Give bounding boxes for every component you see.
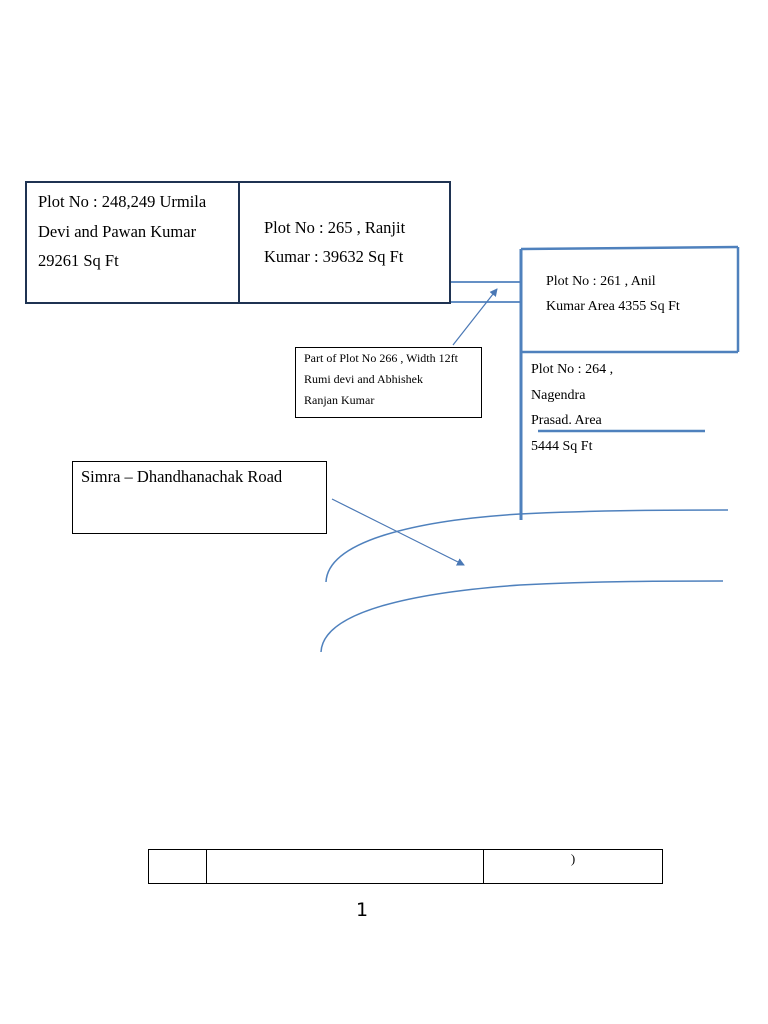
footer-cell-3: ) [570,851,576,866]
footer-table: ) [148,849,663,884]
road-label-box [72,461,327,534]
plot-264-label: Plot No : 264 , Nagendra Prasad. Area 54… [531,362,614,454]
road-label: Simra – Dhandhanachak Road [81,467,283,486]
road-lower-edge [320,580,724,653]
plot-248-249-label: Plot No : 248,249 Urmila Devi and Pawan … [38,192,207,270]
plot-divider [238,183,240,302]
road-arrow [331,498,465,566]
plot-261-label: Plot No : 261 , Anil Kumar Area 4355 Sq … [546,274,680,314]
plot-266-arrow [452,288,498,346]
plot-261-outline [520,245,740,354]
plot-block-top-left [25,181,451,304]
plot-265-label: Plot No : 265 , Ranjit Kumar : 39632 Sq … [264,218,406,266]
road-upper-edge [325,509,729,583]
footer-cell-2 [207,850,484,883]
plot-266-strip [451,281,521,303]
footer-cell-1 [149,850,207,883]
plot-266-callout [295,347,482,418]
plot-266-label: Part of Plot No 266 , Width 12ft Rumi de… [304,351,458,407]
page-number: 1 [355,899,369,921]
